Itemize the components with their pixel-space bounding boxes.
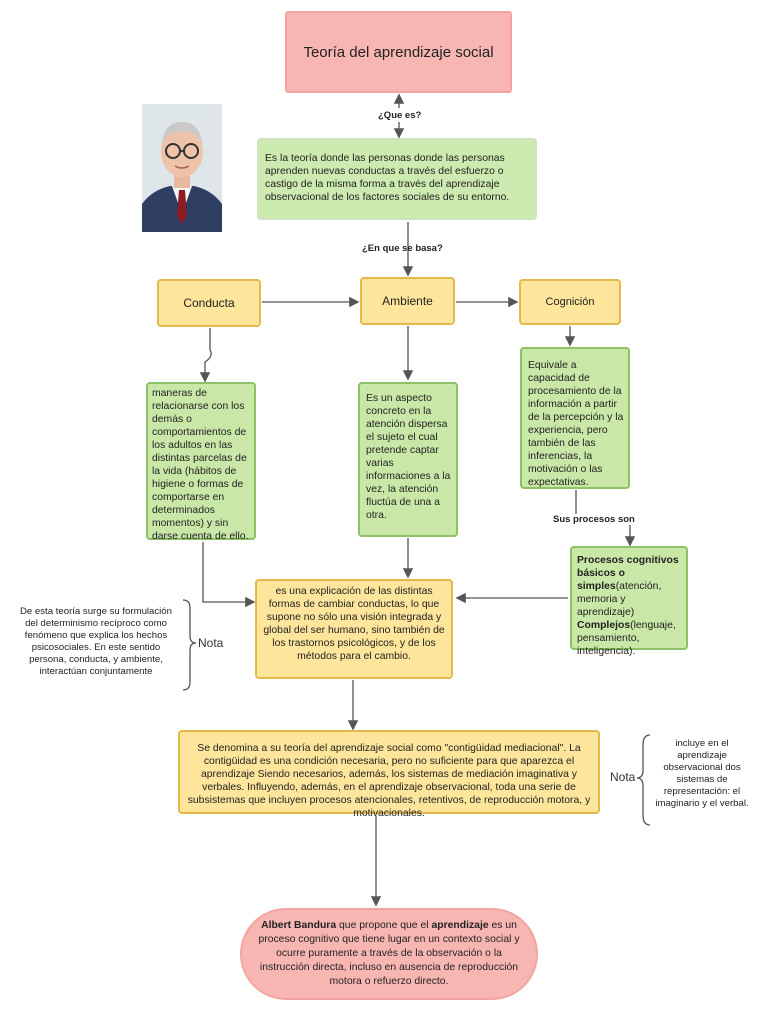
note-right-text: incluye en el aprendizaje observacional …: [655, 738, 749, 809]
ambiente-label: Ambiente: [382, 294, 433, 308]
cognicion-label: Cognición: [545, 296, 595, 308]
conducta-description: maneras de relacionarse con los demás o …: [152, 388, 249, 542]
explicacion-box: es una explicación de las distintas form…: [255, 579, 453, 679]
ambiente-box: Ambiente: [360, 277, 455, 325]
aprendizaje-word: aprendizaje: [431, 920, 489, 931]
final-box: Albert Bandura que propone que el aprend…: [240, 908, 538, 1000]
page-title: Teoría del aprendizaje social: [303, 43, 494, 61]
ambiente-description-box: Es un aspecto concreto en la atención di…: [358, 382, 458, 537]
cognicion-description-box: Equivale a capacidad de procesamiento de…: [520, 347, 630, 489]
final-text-part1: que propone que el: [336, 920, 432, 931]
contiguidad-box: Se denomina a su teoría del aprendizaje …: [178, 730, 600, 819]
note-left-label: Nota: [198, 636, 224, 650]
final-text-part2: es un proceso cognitivo que tiene lugar …: [258, 920, 520, 987]
contiguidad-text: Se denomina a su teoría del aprendizaje …: [187, 743, 591, 819]
label-en-que-se-basa: ¿En que se basa?: [362, 243, 443, 254]
definition-text: Es la teoría donde las personas donde la…: [265, 153, 510, 203]
label-que-es: ¿Que es?: [378, 110, 422, 121]
title-box: Teoría del aprendizaje social: [285, 11, 512, 93]
cognicion-box: Cognición: [519, 279, 621, 325]
note-right-label: Nota: [610, 770, 636, 784]
procesos-box: Procesos cognitivos básicos o simples(at…: [570, 546, 688, 657]
bandura-photo: [142, 104, 222, 232]
procesos-complejos-list: (lenguaje, pensamiento, inteligencia).: [577, 620, 676, 657]
conducta-box: Conducta: [157, 279, 261, 327]
note-left-text: De esta teoría surge su formulación del …: [20, 606, 172, 677]
definition-box: Es la teoría donde las personas donde la…: [257, 138, 537, 220]
ambiente-description: Es un aspecto concreto en la atención di…: [366, 393, 451, 521]
label-sus-procesos: Sus procesos son: [551, 514, 637, 525]
procesos-basicos-list: (atención, memoria y aprendizaje): [577, 581, 662, 618]
cognicion-description: Equivale a capacidad de procesamiento de…: [528, 360, 624, 488]
procesos-complejos-title: Complejos: [577, 620, 631, 631]
conducta-label: Conducta: [183, 296, 235, 310]
procesos-basicos-title: Procesos cognitivos básicos o simples: [577, 555, 679, 592]
conducta-description-box: maneras de relacionarse con los demás o …: [146, 382, 256, 542]
bandura-name: Albert Bandura: [261, 920, 337, 931]
explicacion-text: es una explicación de las distintas form…: [263, 586, 445, 662]
